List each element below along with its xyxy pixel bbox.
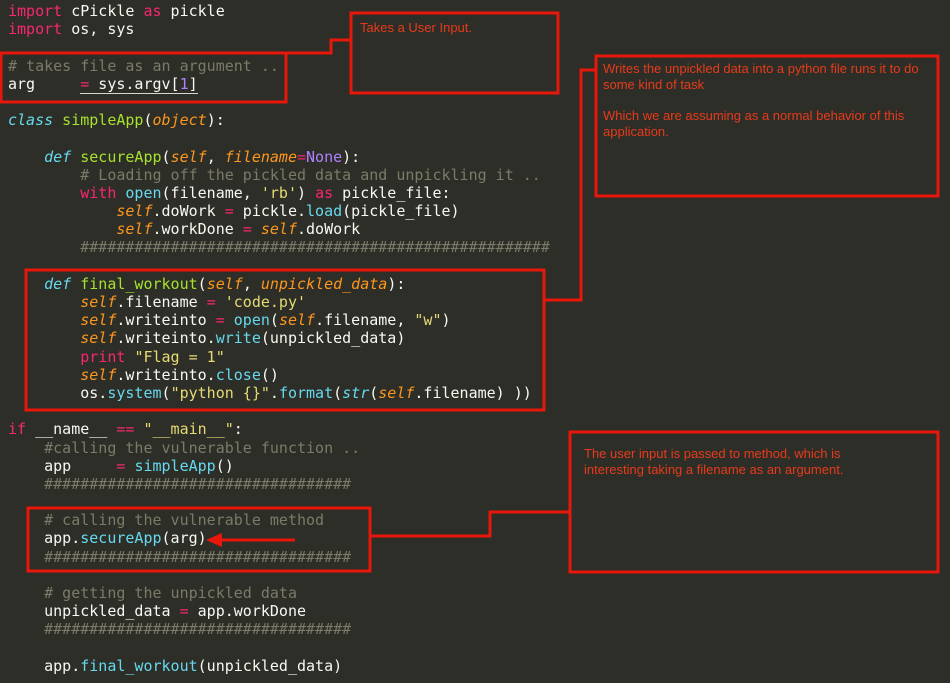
code-line: # getting the unpickled data — [8, 584, 297, 602]
code-line — [8, 38, 950, 56]
code-line: #calling the vulnerable function .. — [8, 438, 361, 457]
note-takes-user-input: Takes a User Input. — [360, 20, 472, 35]
code-line: import os, sys — [8, 20, 135, 39]
code-line: ################################## — [8, 547, 352, 566]
code-line: self.writeinto = open(self.filename, "w"… — [80, 311, 451, 330]
code-line — [8, 257, 950, 275]
code-line: # Loading off the pickled data and unpic… — [8, 165, 541, 184]
note-writes-line2: Which we are assuming as a normal behavi… — [603, 108, 905, 139]
code-line: def final_workout(self, unpickled_data): — [44, 274, 406, 293]
code-line: ################################## — [8, 474, 352, 493]
note-writes-line1: Writes the unpickled data into a python … — [603, 61, 919, 92]
code-line: if __name__ == "__main__": — [8, 420, 243, 439]
code-line — [8, 566, 950, 584]
code-line: app.final_workout(unpickled_data) — [8, 656, 343, 675]
note-writes-unpickled: Writes the unpickled data into a python … — [603, 61, 929, 155]
code-line — [8, 493, 950, 511]
code-line: ########################################… — [8, 238, 550, 257]
code-line — [8, 639, 950, 657]
code-line: self.workDone = self.doWork — [116, 220, 361, 239]
code-line: os.system("python {}".format(str(self.fi… — [8, 383, 532, 402]
code-line: def secureApp(self, filename=None): — [44, 147, 361, 166]
code-line — [8, 402, 950, 420]
code-line: unpickled_data = app.workDone — [8, 602, 307, 621]
code-line: app = simpleApp() — [8, 456, 234, 475]
code-line: ################################## — [8, 620, 352, 639]
code-line: print "Flag = 1" — [80, 347, 225, 366]
note-user-input-passed: The user input is passed to method, whic… — [584, 446, 844, 477]
code-line: with open(filename, 'rb') as pickle_file… — [80, 183, 451, 202]
code-line: app.secureApp(arg) — [8, 529, 207, 548]
code-line: self.doWork = pickle.load(pickle_file) — [116, 202, 460, 221]
code-line: import cPickle as pickle — [8, 2, 225, 20]
code-line: self.writeinto.write(unpickled_data) — [80, 329, 406, 348]
code-line: self.filename = 'code.py' — [80, 293, 307, 311]
code-line: class simpleApp(object): — [8, 111, 225, 130]
code-line: self.writeinto.close() — [80, 365, 279, 384]
code-line: # calling the vulnerable method — [8, 511, 325, 530]
